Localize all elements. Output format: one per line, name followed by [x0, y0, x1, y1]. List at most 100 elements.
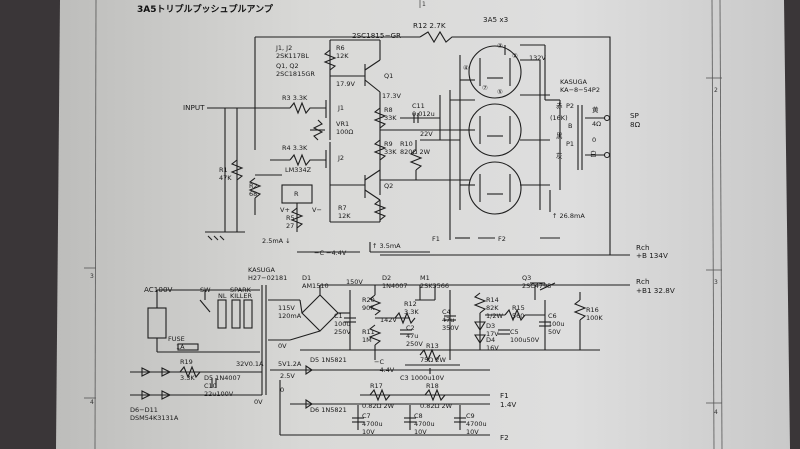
i268-label: ↑ 26.8mA [552, 212, 585, 220]
c9-voltage: 10V [466, 428, 479, 436]
kasuga-top-label: KASUGA [560, 78, 588, 86]
vr1-label: VR1 [336, 120, 349, 128]
r11-label: R11 [362, 328, 375, 336]
p2-label: P2 [566, 102, 574, 110]
c6-voltage: 50V [548, 328, 561, 336]
r19-label: R19 [180, 358, 193, 366]
f1b-label: F1 [500, 391, 509, 400]
c8-voltage: 10V [414, 428, 427, 436]
r7-label: R7 [338, 204, 347, 212]
j1j2-part-label: 2SK117BL [276, 52, 309, 60]
shiro-label: 白 [590, 149, 597, 158]
1n4007-label: 1N4007 [382, 282, 408, 290]
c1-voltage: 250V [334, 328, 351, 336]
c8-label: C8 [414, 412, 423, 420]
rch2-label: Rch [636, 277, 650, 286]
c5-value: 100u50V [510, 336, 540, 344]
c2-voltage: 250V [406, 340, 423, 348]
c4-label: C4 [442, 308, 451, 316]
cm44-label: −C [374, 358, 384, 366]
v0b-label: 0V [254, 398, 263, 406]
v150-label: 150V [346, 278, 363, 286]
sp-label: SP [630, 111, 640, 120]
d4-label: D4 [486, 336, 495, 344]
r14-value: 82K [486, 304, 499, 312]
c7-voltage: 10V [362, 428, 375, 436]
r3-label: R3 3.3K [282, 94, 308, 102]
d3-label: D3 [486, 322, 495, 330]
i25-label: 2.5mA ↓ [262, 237, 291, 245]
kasuga-bottom-label: KASUGA [248, 266, 276, 274]
border-mark-top-1: 1 [422, 1, 426, 8]
c11-label: C11 [412, 102, 425, 110]
r5-label: R5 [286, 214, 295, 222]
r9-value: 33K [384, 148, 397, 156]
k16-label: (16K) [550, 114, 568, 122]
q-top-label: 2SC1815−GR [352, 31, 401, 40]
sp8-label: 8Ω [630, 120, 641, 129]
tube-2 [468, 103, 522, 157]
spark-label: SPARK [230, 286, 252, 294]
d4-value: 16V [486, 344, 499, 352]
lm334-vminus: V− [312, 206, 322, 214]
m1-label: M1 [420, 274, 430, 282]
r18-value: 0.82Ω 2W [420, 402, 453, 410]
sw-label: SW [200, 286, 211, 294]
r14-watt: 1/2W [486, 312, 503, 320]
r14-label: R14 [486, 296, 499, 304]
v173-label: 17.3V [382, 92, 401, 100]
j2-label: J2 [337, 154, 344, 162]
pin4-label: ④ [463, 64, 469, 72]
2sk3566-label: 2SK3566 [420, 282, 449, 290]
pin5-label: ⑤ [497, 88, 503, 96]
r5-value: 27 [286, 222, 294, 230]
border-mark-right-3: 3 [714, 279, 718, 286]
c10-value: 22u100V [204, 390, 234, 398]
border-mark-left-4: 4 [90, 399, 94, 406]
v0c-label: 0 [280, 386, 284, 394]
d1-label: D1 [302, 274, 311, 282]
r15-label: R15 [512, 304, 525, 312]
b328-label: +B1 32.8V [636, 286, 675, 295]
tube-count-label: 3A5 x3 [483, 15, 508, 24]
r1-value: 47K [219, 174, 232, 182]
tube-3 [468, 161, 522, 215]
r6-label: R6 [336, 44, 345, 52]
c6-value: 100u [548, 320, 565, 328]
r2-label: R2 [249, 182, 258, 190]
c5-label: C5 [510, 328, 519, 336]
paper-sheet [56, 0, 790, 449]
h27-label: H27−02181 [248, 274, 287, 282]
r15-value: 560 [512, 312, 524, 320]
d3-value: 17V [486, 330, 499, 338]
f2b-label: F2 [500, 433, 509, 442]
c9-value: 4700u [466, 420, 487, 428]
dsm-label: DSM54K3131A [130, 414, 179, 422]
r8-label: R8 [384, 106, 393, 114]
c1-value: 100u [334, 320, 351, 328]
r10-label: R10 [400, 140, 413, 148]
r18-label: R18 [426, 382, 439, 390]
j1j2-label: J1, J2 [275, 44, 292, 52]
b134-label: +B 134V [636, 251, 668, 260]
r16-label: R16 [586, 306, 599, 314]
r19-value: 3.3K [180, 374, 195, 382]
r9-label: R9 [384, 140, 393, 148]
d5-1n4007-label: D5 1N4007 [204, 374, 241, 382]
aka-label: 赤 [556, 102, 563, 110]
c7-value: 4700u [362, 420, 383, 428]
c44-label: −C −4.4V [314, 249, 347, 257]
f2a-label: F2 [498, 235, 506, 243]
kuro-label: 黒 [556, 132, 563, 140]
r12b-value: 3.3K [404, 308, 419, 316]
r12b-label: R12 [404, 300, 417, 308]
p1-label: P1 [566, 140, 574, 148]
c7-label: C7 [362, 412, 371, 420]
ma120-label: 120mA [278, 312, 302, 320]
fuse-label: FUSE [168, 335, 185, 343]
diagram-title: 3A5トリプルプッシュプルアンプ [137, 3, 274, 15]
c3-label: C3 1000u10V [400, 374, 445, 382]
v25-label: 2.5V [280, 372, 295, 380]
ki-label: 黄 [592, 105, 599, 114]
d5-1n5821-label: D5 1N5821 [310, 356, 347, 364]
